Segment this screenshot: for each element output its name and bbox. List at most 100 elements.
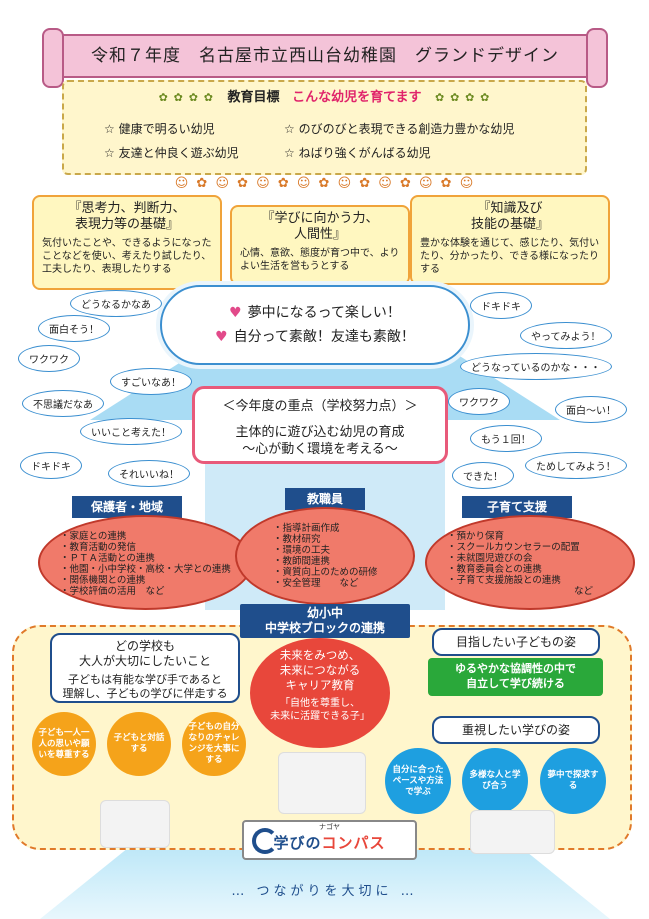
career-line-2: 未来につながる [279, 663, 361, 677]
list-item: スクールカウンセラーの配置 [447, 542, 633, 553]
bottom-fan [40, 850, 610, 919]
skill-title: 『学びに向かう力、 人間性』 [261, 211, 379, 242]
list-item: 他園・小中学校・高校・大学との連携 [60, 564, 251, 575]
list-item: 教師間連携 [273, 556, 413, 567]
aim-green-box: ゆるやかな協調性の中で 自立して学び続ける [428, 658, 603, 696]
list-item: 教材研究 [273, 534, 413, 545]
adults-value-box: どの学校も 大人が大切にしたいこと 子どもは有能な学び手であると 理解し、子ども… [50, 633, 240, 703]
speech-bubble: ためしてみよう！ [525, 452, 627, 479]
goal-item: ☆ 健康で明るい幼児 [104, 122, 215, 136]
heart-icon: ♥ [229, 305, 242, 321]
central-cloud: ♥ 夢中になるって楽しい！ ♥ 自分って素敵！友達も素敵！ [160, 285, 470, 365]
speech-bubble: 面白～い！ [555, 396, 627, 423]
group-header-staff: 教職員 [285, 488, 365, 510]
footer-text: … つながりを大切に … [231, 884, 418, 899]
focus-title: ＜今年度の重点（学校努力点）＞ [222, 399, 418, 414]
group-header-support: 子育て支援 [462, 496, 572, 518]
tree-kids-illustration [470, 810, 555, 854]
skill-text: 豊かな体験を通じて、感じたり、気付いたり、分かったり、できる様になったりする [420, 238, 600, 275]
speech-bubble: ドキドキ [470, 292, 532, 319]
cloud-line-1: 夢中になるって楽しい！ [247, 305, 401, 321]
speech-bubble: 不思議だなあ [22, 390, 104, 417]
value-text-2: 理解し、子どもの学びに伴走する [62, 687, 228, 700]
career-line-3: キャリア教育 [285, 678, 355, 692]
list-item: ＰＴＡ活動との連携 [60, 553, 251, 564]
value-heading-2: 大人が大切にしたいこと [78, 654, 211, 668]
list-item: 関係機関との連携 [60, 575, 251, 586]
speech-bubble: すごいなあ！ [110, 368, 192, 395]
speech-bubble: ワクワク [18, 345, 80, 372]
career-education-circle: 未来をみつめ、 未来につながる キャリア教育 「自他を尊重し、 未来に活躍できる… [250, 638, 390, 748]
list-item: 安全管理 など [273, 578, 413, 589]
list-item: 指導計画作成 [273, 523, 413, 534]
speech-bubble: それいいね！ [108, 460, 190, 487]
manabi-compass-logo: ナゴヤ 学びのコンパス [242, 820, 417, 860]
blue-circle: 多様な人と学び合う [462, 748, 528, 814]
orange-circle: 子どもと対話する [107, 712, 171, 776]
learning-tag: 重視したい学びの姿 [432, 716, 600, 744]
block-line-1: 幼小中 [306, 606, 343, 620]
orange-circle: 子どもの自分なりのチャレンジを大事にする [182, 712, 246, 776]
group-header-parents: 保護者・地域 [72, 496, 182, 518]
speech-bubble: ドキドキ [20, 452, 82, 479]
skill-text: 心情、意欲、態度が育つ中で、よりよい生活を営もうとする [240, 248, 400, 272]
goal-item: ☆ ねばり強くがんばる幼児 [284, 146, 431, 160]
focus-line-1: 主体的に遊び込む幼児の育成 [235, 425, 405, 440]
value-heading-1: どの学校も [114, 639, 175, 653]
goal-item: ☆ 友達と仲良く遊ぶ幼児 [104, 146, 239, 160]
skill-box-attitude: 『学びに向かう力、 人間性』 心情、意欲、態度が育つ中で、よりよい生活を営もうと… [230, 205, 410, 285]
blue-circle: 夢中で探求する [540, 748, 606, 814]
heart-icon: ♥ [215, 329, 228, 345]
career-sub-1: 「自他を尊重し、 [280, 698, 360, 709]
speech-bubble: どうなるかなあ [70, 290, 162, 317]
list-item: 子育て支援施設との連携 [447, 575, 633, 586]
skill-title: 『知識及び 技能の基礎』 [470, 201, 549, 232]
aim-tag: 目指したい子どもの姿 [432, 628, 600, 656]
skill-title: 『思考力、判断力、 表現力等の基礎』 [68, 201, 186, 232]
compass-icon [252, 828, 278, 854]
list-item: 未就園児遊びの会 [447, 553, 633, 564]
group-ellipse-staff: 指導計画作成 教材研究 環境の工夫 教師間連携 資質向上のための研修 安全管理 … [235, 507, 415, 605]
career-line-1: 未来をみつめ、 [279, 648, 361, 662]
career-sub-2: 未来に活躍できる子」 [270, 711, 370, 722]
speech-bubble: やってみよう！ [520, 322, 612, 349]
goal-item: ☆ のびのびと表現できる創造力豊かな幼児 [284, 122, 515, 136]
focus-line-2: ～心が動く環境を考える～ [242, 442, 398, 457]
children-illustration [278, 752, 366, 814]
list-item: 預かり保育 [447, 531, 633, 542]
cloud-line-2: 自分って素敵！友達も素敵！ [233, 329, 415, 345]
list-item: 環境の工夫 [273, 545, 413, 556]
compass-text-a: 学びの [273, 834, 322, 852]
list-item: 教育活動の発信 [60, 542, 251, 553]
speech-bubble: ワクワク [448, 388, 510, 415]
group-ellipse-parents: 家庭との連携 教育活動の発信 ＰＴＡ活動との連携 他園・小中学校・高校・大学との… [38, 515, 253, 610]
block-line-2: 中学校ブロックの連携 [264, 621, 385, 635]
kids-playing-illustration [100, 800, 170, 848]
blue-circle: 自分に合ったペースや方法で学ぶ [385, 748, 451, 814]
speech-bubble: できた！ [452, 462, 514, 489]
compass-text-b: コンパス [321, 834, 386, 852]
page-title: 令和７年度 名古屋市立西山台幼稚園 グランドデザイン [42, 28, 608, 88]
goals-heading: ✿ ✿ ✿ ✿ 教育目標 こんな幼児を育てます ✿ ✿ ✿ ✿ [64, 86, 585, 105]
speech-bubble: 面白そう！ [38, 315, 110, 342]
annual-focus-box: ＜今年度の重点（学校努力点）＞ 主体的に遊び込む幼児の育成 ～心が動く環境を考え… [192, 386, 448, 464]
value-text-1: 子どもは有能な学び手であると [68, 673, 222, 686]
speech-bubble: どうなっているのかな・・・ [460, 353, 612, 380]
speech-bubble: いいこと考えた！ [80, 418, 182, 445]
goals-deco-left: ✿ ✿ ✿ ✿ [158, 91, 214, 104]
list-item: 学校評価の活用 など [60, 586, 251, 597]
aim-line-1: ゆるやかな協調性の中で [455, 662, 576, 675]
list-item: 教育委員会との連携 [447, 564, 633, 575]
speech-bubble: もう１回！ [470, 425, 542, 452]
skill-text: 気付いたことや、できるようになったことなどを使い、考えたり試したり、工夫したり、… [42, 238, 212, 275]
list-item: 家庭との連携 [60, 531, 251, 542]
block-collab-header: 幼小中 中学校ブロックの連携 [240, 604, 410, 638]
aim-line-2: 自立して学び続ける [466, 677, 565, 690]
goals-subtitle: こんな幼児を育てます [292, 90, 422, 105]
goals-deco-right: ✿ ✿ ✿ ✿ [435, 91, 491, 104]
faces-decoration: ☺ ✿ ☺ ✿ ☺ ✿ ☺ ✿ ☺ ✿ ☺ ✿ ☺ ✿ ☺ [174, 176, 476, 191]
goals-label: 教育目標 [227, 90, 280, 105]
skill-box-thinking: 『思考力、判断力、 表現力等の基礎』 気付いたことや、できるようになったことなど… [32, 195, 222, 290]
compass-small-text: ナゴヤ [319, 823, 340, 831]
support-tail: など [573, 586, 593, 597]
